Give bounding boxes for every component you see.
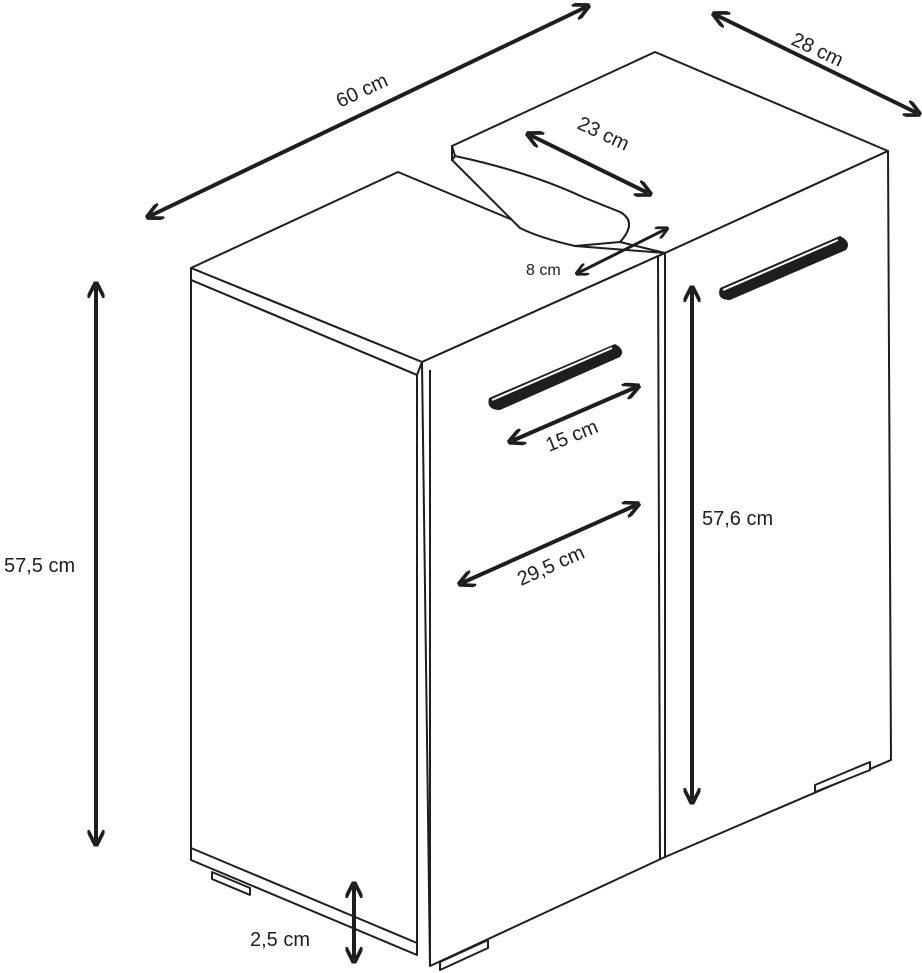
- foot-left: [211, 871, 251, 896]
- handle-width-arrow: [514, 388, 634, 440]
- foot-back-right: [814, 761, 871, 793]
- door-width-arrow: [464, 506, 634, 582]
- depth-top-arrow: [718, 16, 915, 112]
- height-left-label: 57,5 cm: [4, 555, 75, 577]
- right-door-handle: [719, 236, 848, 300]
- cutout-width-label: 8 cm: [526, 262, 561, 279]
- height-door-label: 57,6 cm: [702, 508, 773, 530]
- cabinet-side-panel: [190, 279, 418, 956]
- left-door: [421, 252, 666, 967]
- side-bottom-edge: [190, 847, 418, 944]
- dimension-arrows: [96, 8, 915, 957]
- cutout-depth-arrow: [532, 136, 646, 192]
- foot-front-left: [439, 939, 489, 971]
- width-top-arrow: [152, 8, 584, 215]
- right-door: [664, 150, 892, 858]
- cabinet-body: [190, 51, 892, 971]
- cutout-width-arrow: [580, 230, 664, 272]
- right-door-edge: [657, 255, 661, 861]
- foot-height-label: 2,5 cm: [250, 929, 310, 951]
